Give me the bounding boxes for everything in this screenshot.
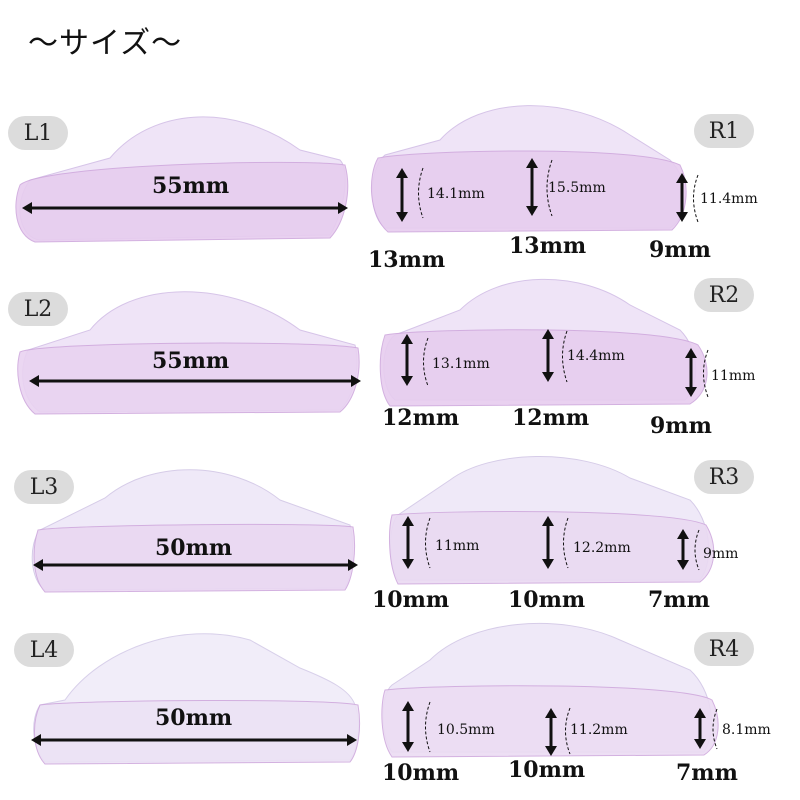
label-l2: L2 — [8, 292, 68, 326]
height-r2-3: 9mm — [650, 413, 712, 439]
curve-r2-1: 13.1mm — [432, 356, 490, 372]
height-r3-1: 10mm — [372, 587, 450, 613]
page-title: 〜サイズ〜 — [28, 26, 183, 61]
height-r3-3: 7mm — [648, 587, 710, 613]
height-r2-1: 12mm — [382, 405, 460, 431]
length-l1: 55mm — [152, 173, 230, 199]
length-l2: 55mm — [152, 348, 230, 374]
label-r3: R3 — [694, 460, 754, 494]
curve-r1-2: 15.5mm — [548, 180, 606, 196]
length-l3: 50mm — [155, 535, 233, 561]
height-r1-3: 9mm — [649, 237, 711, 263]
height-r4-3: 7mm — [676, 760, 738, 786]
curve-r4-2: 11.2mm — [570, 722, 628, 738]
height-r4-2: 10mm — [508, 757, 586, 783]
height-r1-2: 13mm — [509, 233, 587, 259]
length-l4: 50mm — [155, 705, 233, 731]
curve-r4-1: 10.5mm — [437, 722, 495, 738]
label-l4: L4 — [14, 633, 74, 667]
curve-r3-3: 9mm — [703, 546, 739, 562]
curve-r3-1: 11mm — [435, 538, 480, 554]
label-l1: L1 — [8, 116, 68, 150]
label-r1: R1 — [694, 114, 754, 148]
label-r4: R4 — [694, 632, 754, 666]
curve-r2-3: 11mm — [711, 368, 756, 384]
height-r2-2: 12mm — [512, 405, 590, 431]
label-r2: R2 — [694, 278, 754, 312]
height-r4-1: 10mm — [382, 760, 460, 786]
height-r3-2: 10mm — [508, 587, 586, 613]
height-r1-1: 13mm — [368, 247, 446, 273]
curve-r3-2: 12.2mm — [573, 540, 631, 556]
curve-r2-2: 14.4mm — [567, 348, 625, 364]
curve-r4-3: 8.1mm — [722, 722, 771, 738]
curve-r1-1: 14.1mm — [427, 186, 485, 202]
curve-r1-3: 11.4mm — [700, 191, 758, 207]
label-l3: L3 — [14, 470, 74, 504]
